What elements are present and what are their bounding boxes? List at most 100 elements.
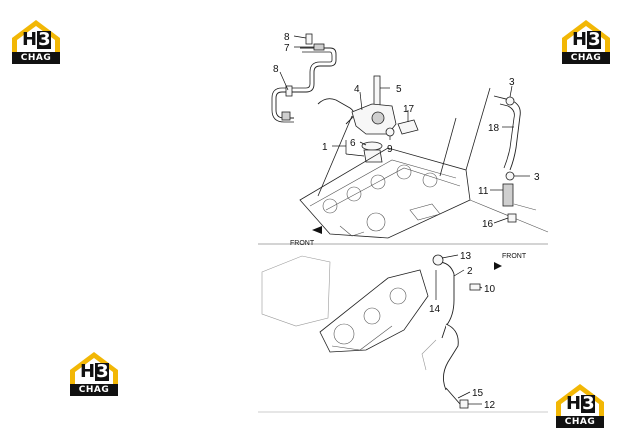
logo-letter: H — [80, 361, 95, 382]
thermostat-part-1 — [363, 149, 383, 163]
callout-5: 5 — [396, 84, 402, 95]
callout-4: 4 — [354, 84, 360, 95]
logo-letter: H — [566, 393, 581, 414]
callout-numbers: 8 7 8 5 4 17 3 18 6 1 9 3 11 16 13 2 10 … — [273, 32, 540, 411]
bolt-part-16 — [507, 213, 517, 223]
callout-16: 16 — [482, 219, 494, 230]
logo-digit: 3 — [95, 361, 109, 382]
bypass-hose-part-18 — [493, 95, 521, 171]
pipe-part-14 — [443, 323, 459, 391]
callout-9: 9 — [387, 144, 393, 155]
breather-pipe-assembly — [271, 33, 355, 125]
housing-port — [371, 111, 385, 125]
hose-part-15 — [445, 387, 461, 405]
pipe-part-2 — [437, 261, 455, 339]
logo-band-text: CHAG — [556, 416, 604, 428]
callout-15: 15 — [472, 388, 484, 399]
front-arrow-icon — [494, 262, 502, 270]
clamp-part-3-lower — [505, 171, 515, 181]
leader-3-upper — [509, 85, 513, 98]
lower-support — [421, 339, 437, 371]
cam-boss-1 — [322, 198, 338, 214]
front-indicator-lower: FRONT — [494, 253, 527, 270]
o-ring-part-9 — [385, 127, 395, 137]
leader-8-lower — [279, 71, 289, 91]
connector-line-c — [465, 87, 491, 171]
temperature-sensor-part-17 — [397, 119, 419, 135]
pump-bore-3 — [389, 287, 407, 305]
leader-10 — [479, 286, 483, 289]
fitting-rod — [513, 203, 537, 211]
breather-pipe-inner — [271, 51, 333, 123]
head-detail-2 — [409, 203, 441, 221]
front-indicator-upper: FRONT — [290, 226, 322, 247]
leader-15 — [457, 391, 471, 399]
leader-1-bracket-end — [345, 153, 365, 157]
cylinder-block-lower — [261, 254, 481, 409]
callout-2: 2 — [467, 266, 473, 277]
leader-13 — [441, 254, 459, 259]
cylinder-head-edge-2 — [325, 167, 461, 211]
housing-detail — [331, 325, 393, 351]
bypass-hose-inner — [499, 103, 515, 169]
bolt-part-5 — [373, 75, 381, 109]
cam-boss-2 — [346, 186, 362, 202]
cam-boss-5 — [422, 172, 438, 188]
logo-digit: 3 — [37, 29, 51, 50]
front-label-lower: FRONT — [502, 253, 527, 260]
fitting-part-11 — [502, 183, 514, 207]
breather-pipe — [275, 47, 337, 119]
callout-11: 11 — [478, 186, 489, 197]
cam-boss-4 — [396, 164, 412, 180]
callout-leaders — [279, 35, 530, 405]
connector-line-b — [439, 117, 457, 177]
thermostat-assembly — [351, 75, 419, 163]
logo-letter: H — [22, 29, 37, 50]
clamp-part-12 — [459, 399, 469, 409]
logo-digit: 3 — [587, 29, 601, 50]
logo-letter: H — [572, 29, 587, 50]
callout-17: 17 — [403, 104, 415, 115]
clamp-part-3-upper — [505, 96, 515, 106]
water-pump-housing — [319, 269, 429, 353]
head-port — [366, 212, 386, 232]
cylinder-head-upper — [299, 87, 549, 239]
leader-4 — [359, 91, 363, 111]
callout-7: 7 — [284, 43, 290, 54]
callout-6: 6 — [350, 138, 356, 149]
pipe-clamp — [281, 111, 291, 121]
bolt-part-8-lower — [285, 85, 293, 97]
logo-band-text: CHAG — [12, 52, 60, 64]
callout-12: 12 — [484, 400, 496, 411]
gasket-part-6 — [361, 141, 383, 151]
callout-8-lower: 8 — [273, 64, 279, 75]
block-outline-left — [261, 255, 331, 327]
callout-18: 18 — [488, 123, 500, 134]
cylinder-head-edge — [309, 159, 457, 207]
clip-part-7 — [313, 43, 325, 51]
cylinder-head-outline — [299, 147, 471, 239]
callout-8-top: 8 — [284, 32, 290, 43]
pump-bore-2 — [363, 307, 381, 325]
bypass-hose-assembly — [493, 95, 537, 223]
callout-3-upper: 3 — [509, 77, 515, 88]
logo-digit: 3 — [581, 393, 595, 414]
leader-2 — [453, 269, 465, 277]
callout-13: 13 — [460, 251, 472, 262]
bolt-part-10 — [469, 283, 481, 291]
connector-line-a — [317, 115, 353, 197]
callout-3-lower: 3 — [534, 172, 540, 183]
logo-band-text: CHAG — [70, 384, 118, 396]
bolt-part-8-top — [305, 33, 313, 45]
callout-14: 14 — [429, 304, 441, 315]
pump-bore-1 — [333, 323, 355, 345]
front-arrow-icon — [312, 226, 322, 234]
logo-band-text: CHAG — [562, 52, 610, 64]
head-detail — [339, 225, 365, 237]
